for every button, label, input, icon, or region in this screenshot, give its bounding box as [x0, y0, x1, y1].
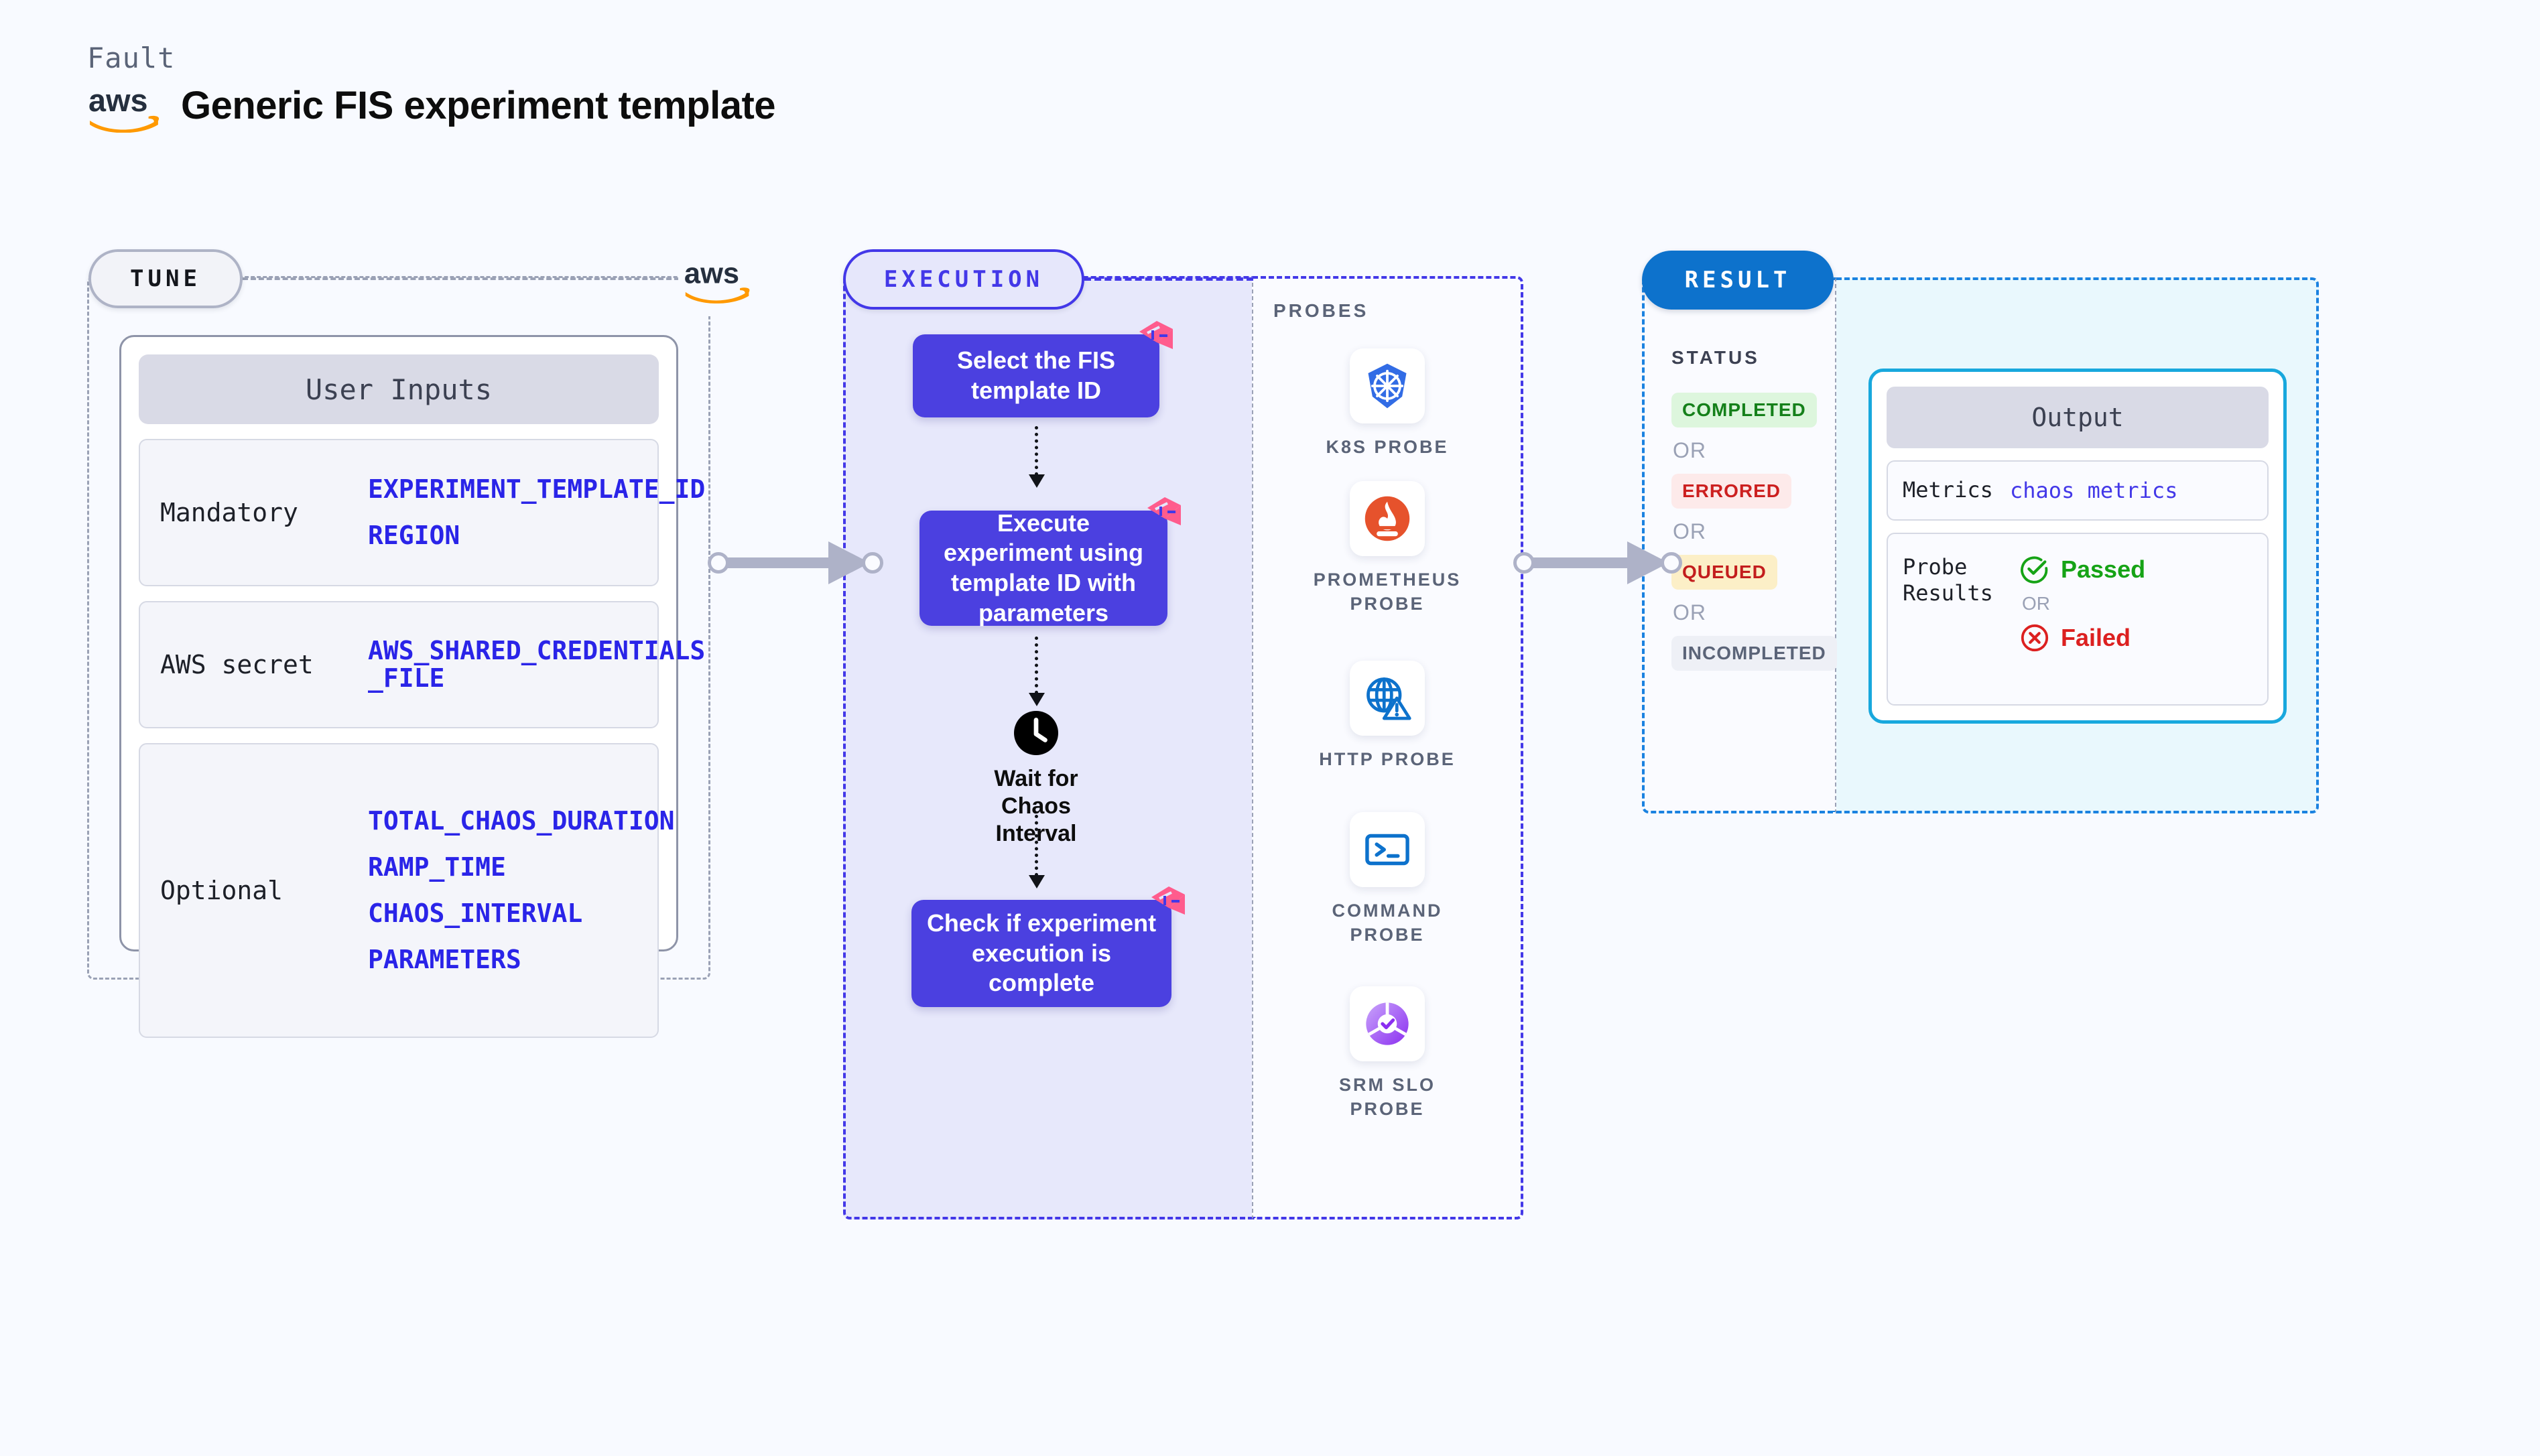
terminal-icon: [1350, 812, 1425, 887]
verdict-label: Passed: [2061, 555, 2146, 583]
verdict-failed: Failed: [2019, 622, 2145, 653]
execution-step-1: Select the FIS template ID: [913, 321, 1173, 417]
verdict-passed: Passed: [2019, 554, 2145, 585]
tune-label-pill: TUNE: [88, 249, 243, 308]
probes-panel: [1252, 276, 1523, 1219]
metrics-value: chaos metrics: [2010, 478, 2178, 503]
execution-panel: [843, 276, 1252, 1219]
input-row-aws-secret: AWS secret AWS_SHARED_CREDENTIALS _FILE: [139, 601, 705, 728]
probe-label: SRM SLO PROBE: [1338, 1075, 1436, 1119]
status-badge-errored: ERRORED: [1671, 474, 1792, 509]
probe-label: COMMAND PROBE: [1332, 901, 1443, 945]
status-badge-incompleted: INCOMPLETED: [1671, 636, 1837, 671]
output-row-metrics: Metrics chaos metrics: [1887, 460, 2269, 521]
clock-icon: [1014, 711, 1058, 755]
probe-prometheus: PROMETHEUS PROBE: [1304, 481, 1471, 616]
row-label: AWS secret: [160, 650, 314, 679]
litmus-icon: [1139, 321, 1173, 349]
row-label: Mandatory: [160, 498, 298, 527]
svg-text:aws: aws: [684, 258, 739, 290]
probe-k8s: K8S PROBE: [1304, 348, 1471, 460]
execution-step-2: Execute experiment using template ID wit…: [919, 497, 1181, 626]
row-value: RAMP_TIME: [368, 852, 506, 882]
flow-arrow-2: [1029, 637, 1045, 706]
row-value: REGION: [368, 521, 460, 550]
svg-text:aws: aws: [88, 83, 147, 118]
kubernetes-icon: [1350, 348, 1425, 423]
user-inputs-title: User Inputs: [139, 354, 659, 424]
page-title: Generic FIS experiment template: [181, 84, 776, 127]
or-separator: OR: [1673, 600, 1706, 624]
probe-label: PROMETHEUS PROBE: [1313, 570, 1462, 614]
row-value: AWS_SHARED_CREDENTIALS _FILE: [368, 635, 706, 693]
probe-http: HTTP PROBE: [1304, 661, 1471, 772]
step-text: Select the FIS template ID: [956, 346, 1116, 404]
status-badge-completed: COMPLETED: [1671, 393, 1817, 427]
row-value: PARAMETERS: [368, 945, 521, 975]
output-row-probe-results: Probe Results Passed OR Failed: [1887, 533, 2269, 706]
wait-node: Wait for Chaos Interval: [964, 709, 1108, 847]
verdict-label: Failed: [2061, 624, 2131, 651]
connector-execution-to-result: [1507, 536, 1701, 590]
status-badge-queued: QUEUED: [1671, 555, 1777, 590]
connector-tune-to-execution: [701, 536, 902, 590]
row-value: TOTAL_CHAOS_DURATION: [368, 805, 675, 836]
probe-label: HTTP PROBE: [1319, 749, 1456, 769]
header: Fault aws Generic FIS experiment templat…: [87, 42, 776, 133]
probe-srm-slo: SRM SLO PROBE: [1304, 986, 1471, 1121]
or-separator: OR: [2022, 593, 2050, 614]
output-title: Output: [1887, 387, 2269, 448]
globe-warning-icon: [1350, 661, 1425, 736]
user-inputs-card: User Inputs Mandatory EXPERIMENT_TEMPLAT…: [119, 335, 705, 1038]
execution-dashed-connector: [1084, 277, 1253, 281]
input-row-optional: Optional TOTAL_CHAOS_DURATION RAMP_TIME …: [139, 743, 675, 1038]
litmus-icon: [1151, 886, 1185, 915]
slo-donut-icon: [1350, 986, 1425, 1061]
or-separator: OR: [1673, 438, 1706, 462]
step-text: Check if experiment execution is complet…: [926, 909, 1157, 997]
flow-arrow-3: [1029, 815, 1045, 888]
status-title: STATUS: [1671, 347, 1760, 368]
aws-badge-icon: aws: [678, 243, 757, 316]
tune-dashed-connector: [243, 277, 680, 280]
row-value: EXPERIMENT_TEMPLATE_ID: [368, 474, 706, 504]
aws-logo: aws: [87, 81, 162, 133]
execution-label-pill: EXECUTION: [843, 249, 1084, 310]
row-value: CHAOS_INTERVAL: [368, 899, 583, 928]
probe-command: COMMAND PROBE: [1304, 812, 1471, 947]
row-label: Optional: [160, 876, 283, 905]
eyebrow-label: Fault: [87, 42, 176, 74]
output-card: Output Metrics chaos metrics Probe Resul…: [1868, 369, 2287, 724]
input-row-mandatory: Mandatory EXPERIMENT_TEMPLATE_ID REGION: [139, 439, 705, 586]
probes-title: PROBES: [1273, 300, 1369, 321]
step-text: Execute experiment using template ID wit…: [943, 509, 1144, 626]
probe-results-label: Probe Results: [1903, 554, 1993, 606]
flow-arrow-1: [1029, 426, 1045, 488]
or-separator: OR: [1673, 519, 1706, 543]
prometheus-icon: [1350, 481, 1425, 556]
probe-label: K8S PROBE: [1326, 437, 1449, 457]
metrics-label: Metrics: [1903, 477, 1993, 503]
litmus-icon: [1147, 497, 1181, 525]
execution-step-3: Check if experiment execution is complet…: [911, 886, 1185, 1007]
x-circle-icon: [2021, 624, 2049, 652]
check-circle-icon: [2021, 556, 2048, 584]
result-label-pill: RESULT: [1642, 251, 1834, 310]
status-list: COMPLETED OR ERRORED OR QUEUED OR INCOMP…: [1671, 393, 1837, 671]
